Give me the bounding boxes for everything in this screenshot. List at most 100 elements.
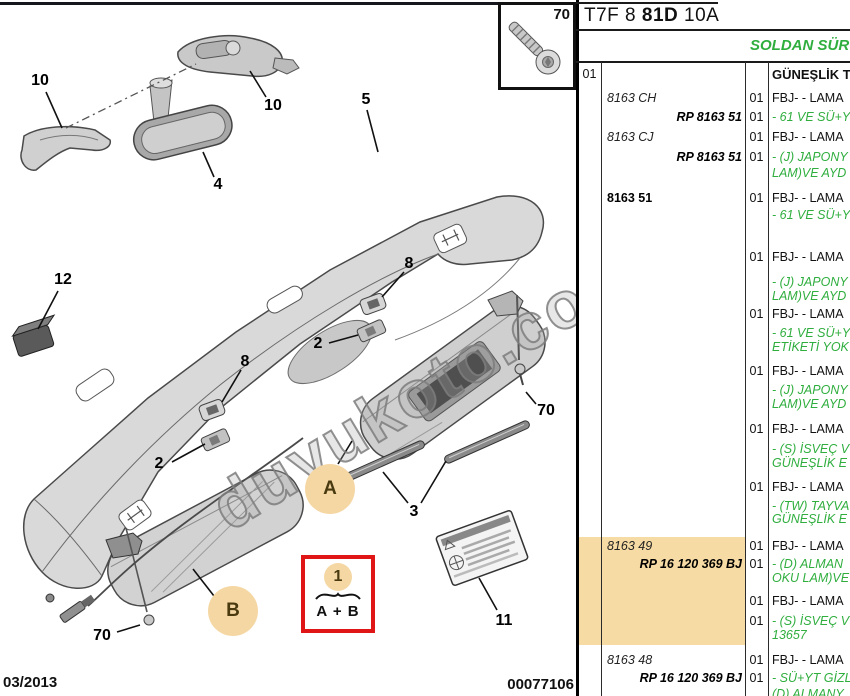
title-suffix: 10A: [678, 5, 720, 26]
visor-clip-upper: [359, 293, 387, 315]
callout-2-upper: 2: [313, 335, 323, 352]
table-line: (D) ALMANY: [576, 685, 850, 696]
table-line: 01 - (S) İSVEÇ V: [576, 612, 850, 630]
table-line: LAM)VE AYD: [576, 287, 850, 305]
callout-B: B: [208, 586, 258, 636]
part-number: 8163 49: [607, 539, 653, 553]
part-number: 8163 48: [607, 653, 653, 667]
callout-8-upper: 8: [404, 255, 414, 272]
part-annotation: OKU LAM)VE: [772, 571, 850, 585]
column-header-item: 01: [582, 67, 597, 81]
part-number: RP 8163 51: [676, 150, 742, 164]
part-description: FBJ- - LAMA: [772, 594, 844, 608]
visor-bracket-lower: [200, 428, 231, 452]
panel-left-border: [576, 0, 579, 696]
quantity: 01: [749, 480, 764, 494]
part-description: FBJ- - LAMA: [772, 422, 844, 436]
quantity: 01: [749, 364, 764, 378]
callout-2-lower: 2: [154, 455, 164, 472]
part-annotation: GÜNEŞLİK E: [772, 512, 848, 526]
quantity: 01: [749, 130, 764, 144]
title-top-rule: [576, 2, 718, 4]
warning-label-sticker: [435, 509, 529, 587]
panel-clip-slot: [433, 223, 468, 254]
callout-3: 3: [409, 503, 419, 520]
table-line: GÜNEŞLİK E: [576, 454, 850, 472]
part-description: FBJ- - LAMA: [772, 364, 844, 378]
title-bottom-rule: [576, 29, 850, 31]
leader-lines: [37, 70, 537, 633]
part-annotation: - 61 VE SÜ+Y: [772, 110, 850, 124]
part-annotation: - 61 VE SÜ+Y: [772, 208, 850, 222]
part-annotation: (D) ALMANY: [772, 687, 844, 696]
part-annotation: - (S) İSVEÇ V: [772, 614, 850, 628]
quantity: 01: [749, 191, 764, 205]
panel-slot: [266, 285, 303, 314]
overhead-console: [177, 34, 300, 78]
part-description: FBJ- - LAMA: [772, 480, 844, 494]
screw-icon: [508, 21, 561, 75]
assembly-formula: A + B: [316, 603, 360, 620]
column-header-description: GÜNEŞLİK T: [772, 67, 850, 82]
table-line: - (J) JAPONY: [576, 273, 850, 291]
part-annotation: - (J) JAPONY: [772, 150, 848, 164]
assembly-group-box: 1 A + B: [301, 555, 375, 633]
quantity: 01: [749, 614, 764, 628]
exploded-parts-diagram: [11, 34, 546, 633]
part-annotation: GÜNEŞLİK E: [772, 456, 848, 470]
callout-10-right: 10: [264, 97, 282, 114]
rear-view-mirror: [132, 77, 233, 161]
table-line: - (J) JAPONY: [576, 381, 850, 399]
quantity: 01: [749, 557, 764, 571]
table-line: LAM)VE AYD: [576, 395, 850, 413]
assembly-number: 1: [324, 563, 352, 591]
quantity: 01: [749, 250, 764, 264]
mirror-mount-bracket: [20, 125, 112, 171]
visor-bracket-upper: [356, 319, 387, 343]
column-rule-2: [745, 62, 746, 696]
table-line: - 61 VE SÜ+Y: [576, 324, 850, 342]
visor-rod-right: [444, 420, 530, 464]
part-description: FBJ- - LAMA: [772, 130, 844, 144]
callout-8-lower: 8: [240, 353, 250, 370]
part-annotation: LAM)VE AYD: [772, 397, 847, 411]
title-prefix: T7F 8: [584, 5, 642, 26]
part-annotation: 13657: [772, 628, 807, 642]
part-number: 8163 CJ: [607, 130, 654, 144]
quantity: 01: [749, 422, 764, 436]
quantity: 01: [749, 671, 764, 685]
title-code: 81D: [641, 5, 679, 26]
part-description: FBJ- - LAMA: [772, 653, 844, 667]
callout-70-visor-b: 70: [93, 627, 111, 644]
part-number: RP 16 120 369 BJ: [639, 671, 742, 685]
table-line: GÜNEŞLİK E: [576, 510, 850, 528]
document-number: 00077106: [507, 676, 574, 693]
sun-visor-b: [105, 469, 304, 626]
parts-table-panel: T7F 8 81D 10A SOLDAN SÜR 01 GÜNEŞLİK T 8…: [576, 0, 850, 696]
table-line: 13657: [576, 626, 850, 644]
quantity: 01: [749, 150, 764, 164]
part-description: FBJ- - LAMA: [772, 539, 844, 553]
assembly-axis-line: [65, 63, 197, 129]
callout-11: 11: [495, 612, 513, 629]
part-description: FBJ- - LAMA: [772, 307, 844, 321]
page-top-rule: [0, 2, 576, 5]
callout-A: A: [305, 464, 355, 514]
catalog-date: 03/2013: [3, 674, 58, 691]
screw-reference-box: 70: [498, 2, 576, 90]
table-line: - (S) İSVEÇ V: [576, 440, 850, 458]
part-annotation: - (J) JAPONY: [772, 383, 848, 397]
part-annotation: - (TW) TAYVA: [772, 499, 850, 513]
brace-icon: [315, 592, 361, 600]
part-annotation: - (D) ALMAN: [772, 557, 844, 571]
page-title: T7F 8 81D 10A: [584, 5, 719, 27]
banner-bottom-rule: [576, 61, 850, 63]
